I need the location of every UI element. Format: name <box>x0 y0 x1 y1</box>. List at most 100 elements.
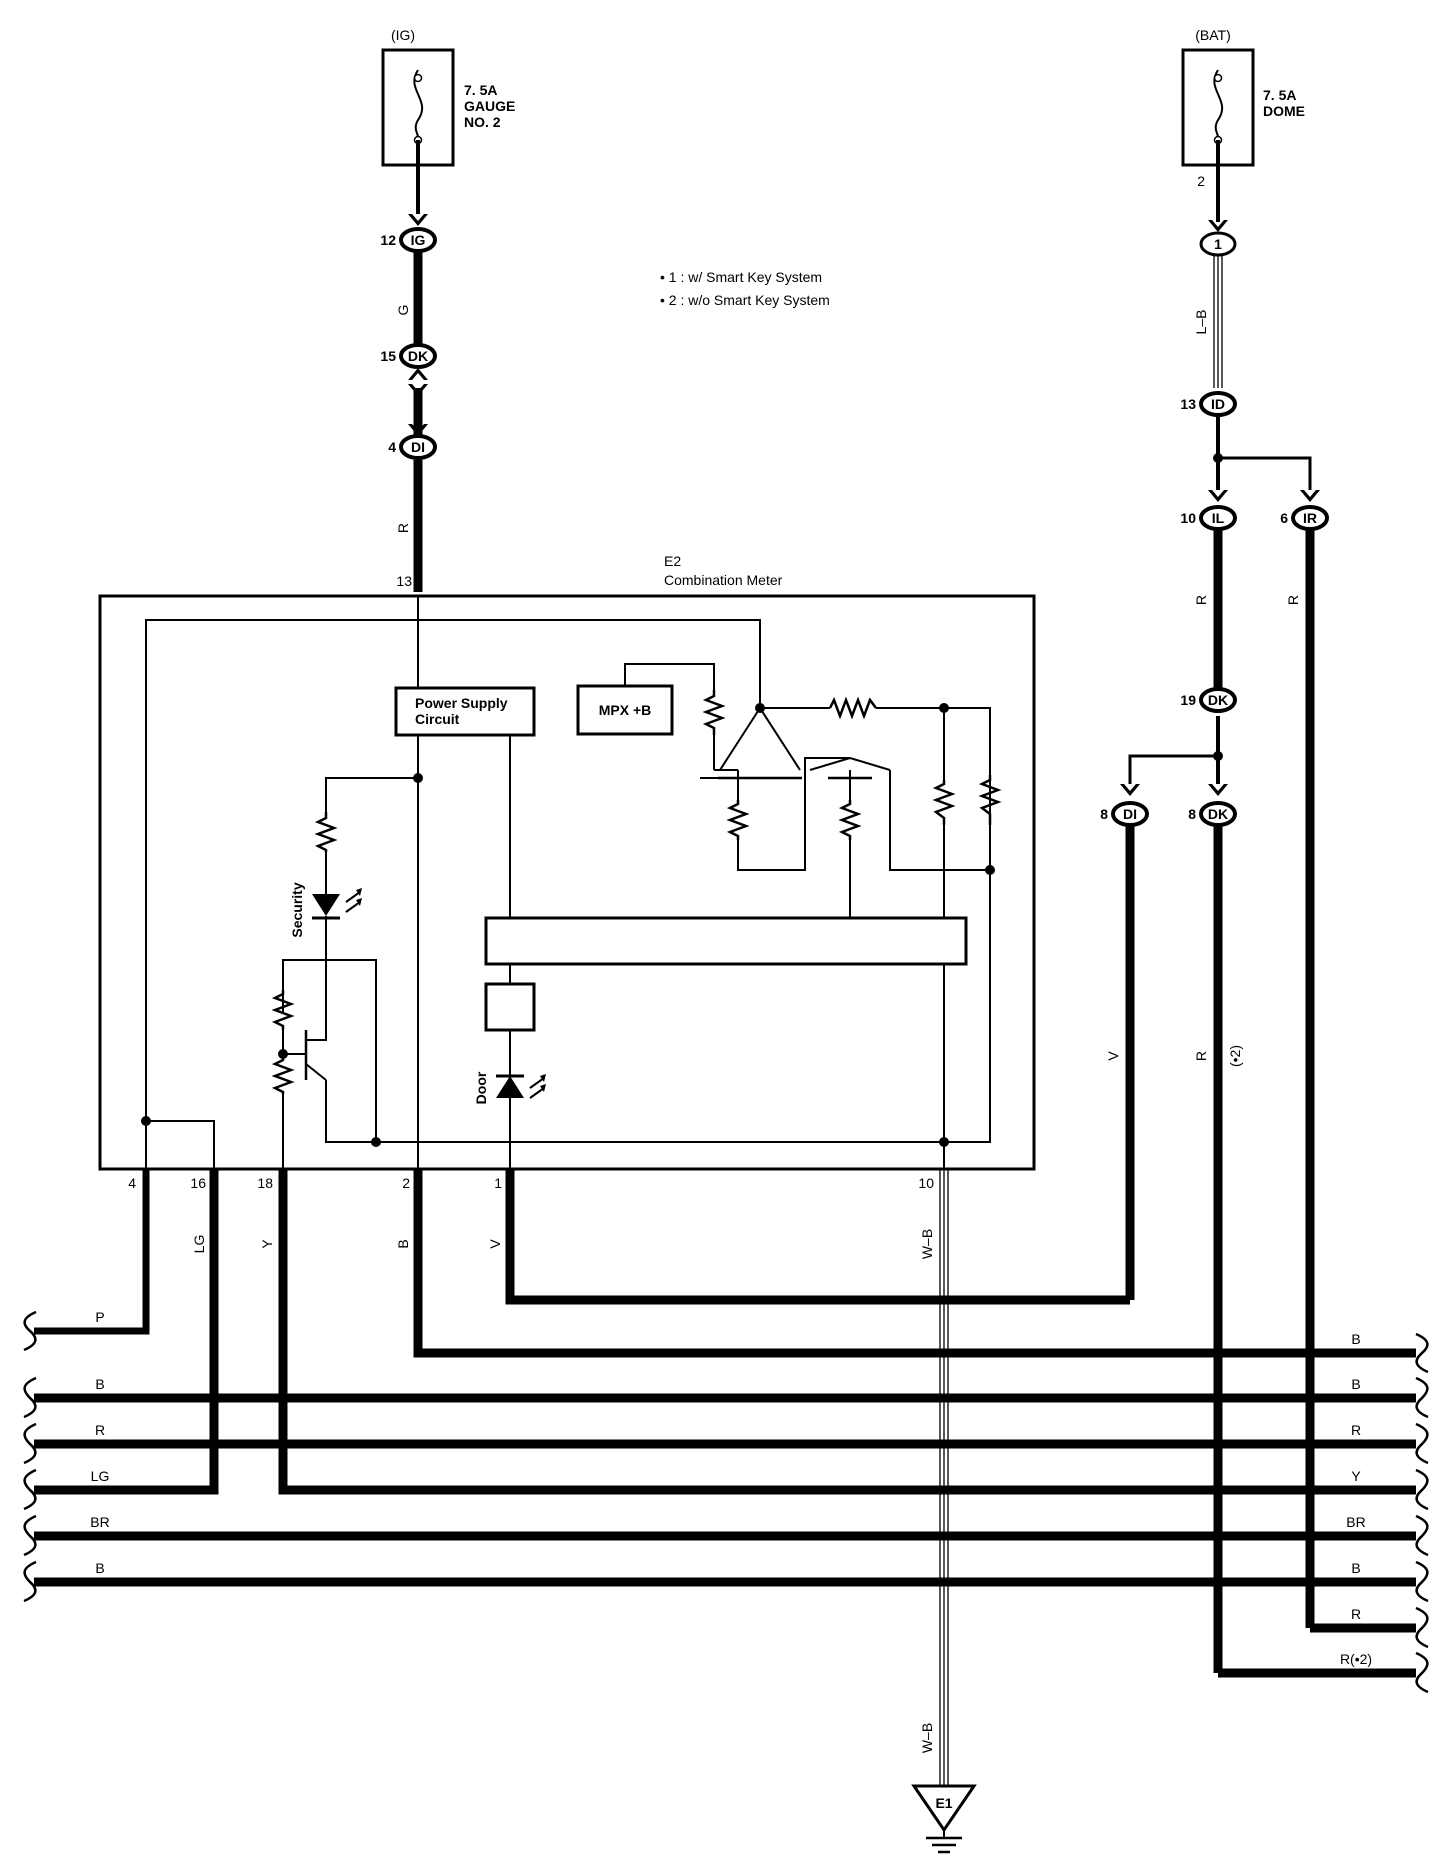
connector-ig-12-pin: 12 <box>380 232 396 248</box>
fuse-bat-pin: 2 <box>1197 173 1205 189</box>
connector-il-10: IL 10 <box>1180 505 1237 531</box>
meter-code: E2 <box>664 553 681 569</box>
connector-ig-12-name: IG <box>411 232 426 248</box>
connector-dk-15-pin: 15 <box>380 348 396 364</box>
power-supply-circuit: Power Supply Circuit <box>394 686 536 737</box>
connector-dk-8: DK 8 <box>1188 801 1237 827</box>
power-supply-line2: Circuit <box>415 711 460 727</box>
meter-resistors <box>271 690 1002 1094</box>
ground-wire-wb <box>939 1169 949 1786</box>
connector-1-name: 1 <box>1214 236 1222 252</box>
right-break-marks <box>1415 1332 1429 1694</box>
connector-ir-6-pin: 6 <box>1280 510 1288 526</box>
connector-di-4: DI 4 <box>388 434 437 460</box>
meter-pin-4: 4 <box>128 1175 136 1191</box>
right-bus-label-4: Y <box>1351 1468 1361 1484</box>
right-bus-label-1: B <box>1351 1331 1360 1347</box>
wire-color-wb-low: W–B <box>919 1723 935 1753</box>
connector-dk-19-pin: 19 <box>1180 692 1196 708</box>
meter-pin-1: 1 <box>494 1175 502 1191</box>
door-label: Door <box>473 1071 489 1104</box>
note-1: • 1 : w/ Smart Key System <box>660 269 822 285</box>
fuse-ig-number: NO. 2 <box>464 114 501 130</box>
meter-transistors <box>304 776 872 1080</box>
connector-il-10-pin: 10 <box>1180 510 1196 526</box>
fuse-ig-gauge: (IG) 7. 5A GAUGE NO. 2 <box>381 27 515 167</box>
left-bus-labels: P B R LG BR B <box>90 1309 109 1576</box>
connector-il-10-name: IL <box>1212 510 1225 526</box>
note-2: • 2 : w/o Smart Key System <box>660 292 830 308</box>
connector-dk-15-name: DK <box>408 348 428 364</box>
mpx-label: MPX +B <box>599 702 652 718</box>
connector-di-8-pin: 8 <box>1100 806 1108 822</box>
door-indicator: Door <box>473 1071 546 1104</box>
fuse-ig-supply-label: (IG) <box>391 27 415 43</box>
mpx-block: MPX +B <box>576 684 674 736</box>
right-bus-label-6: B <box>1351 1560 1360 1576</box>
wire-color-lg: LG <box>191 1235 207 1254</box>
connector-di-4-name: DI <box>411 439 425 455</box>
connector-id-13: ID 13 <box>1180 391 1237 417</box>
left-break-marks <box>23 1310 37 1603</box>
left-bus-label-2: B <box>95 1376 104 1392</box>
left-bus-label-5: BR <box>90 1514 109 1530</box>
connector-di-8: DI 8 <box>1100 801 1149 827</box>
left-bus-label-1: P <box>95 1309 104 1325</box>
meter-ic-bar <box>484 916 968 966</box>
connector-dk-8-name: DK <box>1208 806 1228 822</box>
meter-pin-16: 16 <box>190 1175 206 1191</box>
connector-dk-8-pin: 8 <box>1188 806 1196 822</box>
meter-output-wires <box>34 1169 1416 1678</box>
meter-pin-2: 2 <box>402 1175 410 1191</box>
left-bus-label-6: B <box>95 1560 104 1576</box>
meter-name: Combination Meter <box>664 572 783 588</box>
fuse-bat-rating: 7. 5A <box>1263 87 1296 103</box>
left-bus-label-3: R <box>95 1422 105 1438</box>
connector-dk-15: DK 15 <box>380 343 437 369</box>
connector-1: 1 <box>1199 231 1237 257</box>
connector-ir-6-name: IR <box>1303 510 1317 526</box>
ground-e1-label: E1 <box>935 1795 952 1811</box>
wire-color-y: Y <box>259 1239 275 1249</box>
wire-color-v-right: V <box>1105 1051 1121 1061</box>
wire-color-wb: W–B <box>919 1229 935 1259</box>
connector-id-13-pin: 13 <box>1180 396 1196 412</box>
wire-color-v: V <box>487 1239 503 1249</box>
connector-dk-19: DK 19 <box>1180 687 1237 713</box>
power-supply-line1: Power Supply <box>415 695 508 711</box>
fuse-bat-supply-label: (BAT) <box>1195 27 1231 43</box>
fuse-bat-element-icon <box>1213 69 1224 141</box>
left-bus-label-4: LG <box>91 1468 110 1484</box>
right-bus-label-3: R <box>1351 1422 1361 1438</box>
security-indicator: Security <box>289 882 362 938</box>
connector-id-13-name: ID <box>1211 396 1225 412</box>
fuse-ig-name: GAUGE <box>464 98 515 114</box>
meter-pin-13: 13 <box>396 573 412 589</box>
right-bus-labels: B B R Y BR B R R(•2) <box>1340 1331 1372 1667</box>
wire-color-b: B <box>395 1239 411 1248</box>
right-bus-label-2: B <box>1351 1376 1360 1392</box>
wire-color-r2-right: R <box>1193 1051 1209 1061</box>
ground-e1: E1 <box>911 1784 977 1854</box>
meter-pin-18: 18 <box>257 1175 273 1191</box>
fuse-ig-element-icon <box>413 69 424 141</box>
option-notes: • 1 : w/ Smart Key System • 2 : w/o Smar… <box>660 269 830 308</box>
door-driver-box <box>484 982 536 1032</box>
fuse-bat-dome: (BAT) 7. 5A DOME 2 <box>1181 27 1305 189</box>
wire-color-r-ir: R <box>1285 595 1301 605</box>
wire-color-g: G <box>395 305 411 316</box>
right-bus-label-8: R(•2) <box>1340 1651 1372 1667</box>
wire-color-lb: L–B <box>1193 310 1209 335</box>
wire-color-r-il: R <box>1193 595 1209 605</box>
connector-ig-12: IG 12 <box>380 227 437 253</box>
wire-color-r: R <box>395 523 411 533</box>
connector-ir-6: IR 6 <box>1280 505 1329 531</box>
combination-meter: E2 Combination Meter 13 <box>98 553 1036 1191</box>
connector-di-4-pin: 4 <box>388 439 396 455</box>
meter-pin-10: 10 <box>918 1175 934 1191</box>
connector-di-8-name: DI <box>1123 806 1137 822</box>
connector-dk-19-name: DK <box>1208 692 1228 708</box>
fuse-bat-name: DOME <box>1263 103 1305 119</box>
wire-color-r2-note: (•2) <box>1227 1045 1243 1067</box>
